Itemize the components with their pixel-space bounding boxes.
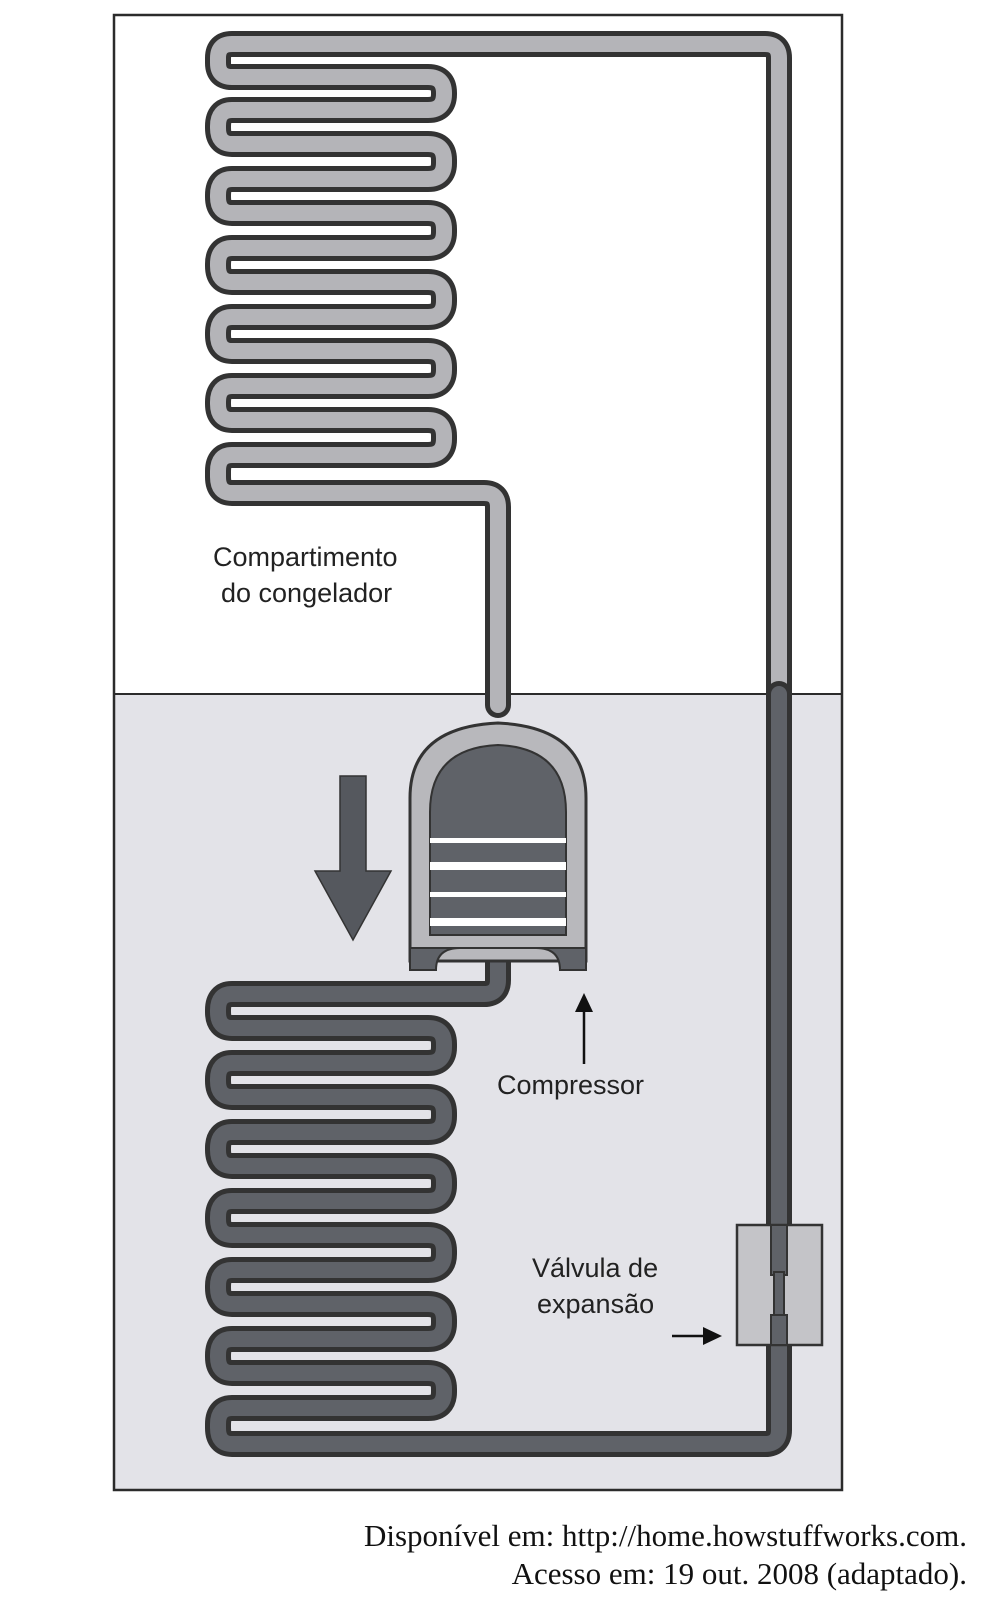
- compressor-pointer-arrow: [575, 993, 593, 1064]
- flow-down-arrow: [313, 775, 393, 942]
- freezer-evaporator-coil: [205, 31, 792, 725]
- condenser-coil: [205, 681, 792, 1457]
- freezer-label-line2: do congelador: [221, 578, 392, 608]
- valve-label-line2: expansão: [537, 1289, 654, 1319]
- source-line1: Disponível em: http://home.howstuffworks…: [363, 1518, 967, 1553]
- compressor-label: Compressor: [497, 1070, 644, 1100]
- expansion-valve: [735, 1223, 824, 1347]
- compressor: [408, 721, 588, 971]
- compressor-base: [409, 947, 587, 971]
- refrigerator-box: [112, 13, 844, 1492]
- source-line2: Acesso em: 19 out. 2008 (adaptado).: [511, 1556, 967, 1591]
- valve-pointer-arrow: [672, 1327, 722, 1345]
- freezer-label-line1: Compartimento: [213, 542, 398, 572]
- valve-label-line1: Válvula de: [532, 1253, 658, 1283]
